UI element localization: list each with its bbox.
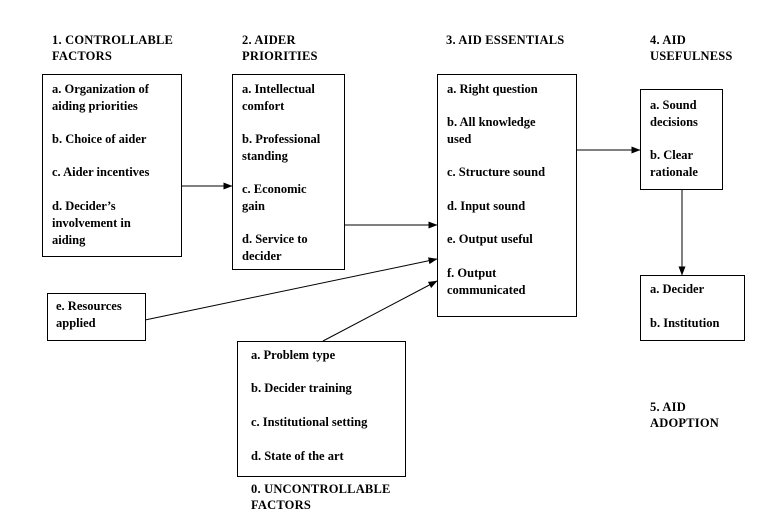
item-structure-sound: c. Structure sound: [447, 164, 545, 181]
item-line: standing: [242, 149, 288, 163]
item-line: e. Output useful: [447, 232, 533, 246]
item-line: c. Economic: [242, 182, 307, 196]
heading-line: FACTORS: [251, 498, 311, 512]
item-line: comfort: [242, 99, 285, 113]
item-input-sound: d. Input sound: [447, 198, 525, 215]
heading-aid-adoption: 5. AID ADOPTION: [650, 399, 719, 431]
arrow-uncontrollable-to-essentials: [322, 280, 438, 342]
item-line: aiding priorities: [52, 99, 138, 113]
item-decider-involvement: d. Decider’s involvement in aiding: [52, 198, 131, 249]
item-decider-training: b. Decider training: [251, 380, 352, 397]
item-line: e. Resources: [56, 299, 122, 313]
item-problem-type: a. Problem type: [251, 347, 335, 364]
item-service-to-decider: d. Service to decider: [242, 231, 308, 265]
item-line: a. Intellectual: [242, 82, 315, 96]
item-line: b. All knowledge: [447, 115, 536, 129]
box-aid-adoption: a. Decider b. Institution: [640, 275, 745, 341]
item-line: b. Institution: [650, 316, 720, 330]
heading-controllable-factors: 1. CONTROLLABLE FACTORS: [52, 32, 173, 64]
item-aider-incentives: c. Aider incentives: [52, 164, 149, 181]
box-controllable-factors: a. Organization of aiding priorities b. …: [42, 74, 182, 257]
item-line: d. Input sound: [447, 199, 526, 213]
item-line: d. State of the art: [251, 449, 344, 463]
item-intellectual-comfort: a. Intellectual comfort: [242, 81, 315, 115]
item-line: involvement in: [52, 216, 131, 230]
box-resources-applied: e. Resources applied: [47, 293, 146, 341]
heading-line: FACTORS: [52, 49, 112, 63]
item-clear-rationale: b. Clear rationale: [650, 147, 698, 181]
item-line: b. Decider training: [251, 381, 352, 395]
item-organization-of-aiding-priorities: a. Organization of aiding priorities: [52, 81, 149, 115]
item-line: aiding: [52, 233, 86, 247]
item-line: gain: [242, 199, 265, 213]
item-right-question: a. Right question: [447, 81, 538, 98]
item-line: decider: [242, 249, 282, 263]
item-line: b. Clear: [650, 148, 694, 162]
heading-line: ADOPTION: [650, 416, 719, 430]
item-institutional-setting: c. Institutional setting: [251, 414, 367, 431]
item-institution: b. Institution: [650, 315, 719, 332]
item-line: a. Right question: [447, 82, 538, 96]
heading-line: 0. UNCONTROLLABLE: [251, 482, 391, 496]
item-line: rationale: [650, 165, 698, 179]
item-sound-decisions: a. Sound decisions: [650, 97, 698, 131]
item-output-communicated: f. Output communicated: [447, 265, 525, 299]
box-aid-usefulness: a. Sound decisions b. Clear rationale: [640, 89, 723, 190]
heading-uncontrollable-factors: 0. UNCONTROLLABLE FACTORS: [251, 481, 391, 513]
item-line: c. Aider incentives: [52, 165, 150, 179]
heading-aid-essentials: 3. AID ESSENTIALS: [446, 32, 564, 48]
item-line: c. Institutional setting: [251, 415, 368, 429]
heading-line: 2. AIDER: [242, 33, 296, 47]
heading-line: 3. AID ESSENTIALS: [446, 33, 565, 47]
item-line: c. Structure sound: [447, 165, 546, 179]
item-line: d. Decider’s: [52, 199, 116, 213]
heading-line: 4. AID: [650, 33, 686, 47]
item-line: b. Choice of aider: [52, 132, 147, 146]
item-line: applied: [56, 316, 96, 330]
item-line: f. Output: [447, 266, 497, 280]
item-professional-standing: b. Professional standing: [242, 131, 320, 165]
heading-line: 1. CONTROLLABLE: [52, 33, 174, 47]
item-line: a. Sound: [650, 98, 697, 112]
item-line: communicated: [447, 283, 526, 297]
box-aider-priorities: a. Intellectual comfort b. Professional …: [232, 74, 345, 270]
item-state-of-the-art: d. State of the art: [251, 448, 344, 465]
item-decider: a. Decider: [650, 281, 704, 298]
item-line: used: [447, 132, 472, 146]
heading-line: PRIORITIES: [242, 49, 318, 63]
item-choice-of-aider: b. Choice of aider: [52, 131, 146, 148]
item-line: decisions: [650, 115, 698, 129]
box-uncontrollable-factors: a. Problem type b. Decider training c. I…: [237, 341, 406, 477]
item-line: d. Service to: [242, 232, 308, 246]
item-resources-applied: e. Resources applied: [56, 298, 122, 332]
item-line: a. Organization of: [52, 82, 149, 96]
item-line: b. Professional: [242, 132, 321, 146]
item-line: a. Decider: [650, 282, 705, 296]
item-line: a. Problem type: [251, 348, 336, 362]
item-all-knowledge-used: b. All knowledge used: [447, 114, 536, 148]
heading-line: 5. AID: [650, 400, 686, 414]
item-output-useful: e. Output useful: [447, 231, 533, 248]
heading-aid-usefulness: 4. AID USEFULNESS: [650, 32, 733, 64]
arrow-resources-to-essentials: [144, 257, 438, 321]
item-economic-gain: c. Economic gain: [242, 181, 307, 215]
box-aid-essentials: a. Right question b. All knowledge used …: [437, 74, 577, 317]
heading-aider-priorities: 2. AIDER PRIORITIES: [242, 32, 318, 64]
heading-line: USEFULNESS: [650, 49, 733, 63]
